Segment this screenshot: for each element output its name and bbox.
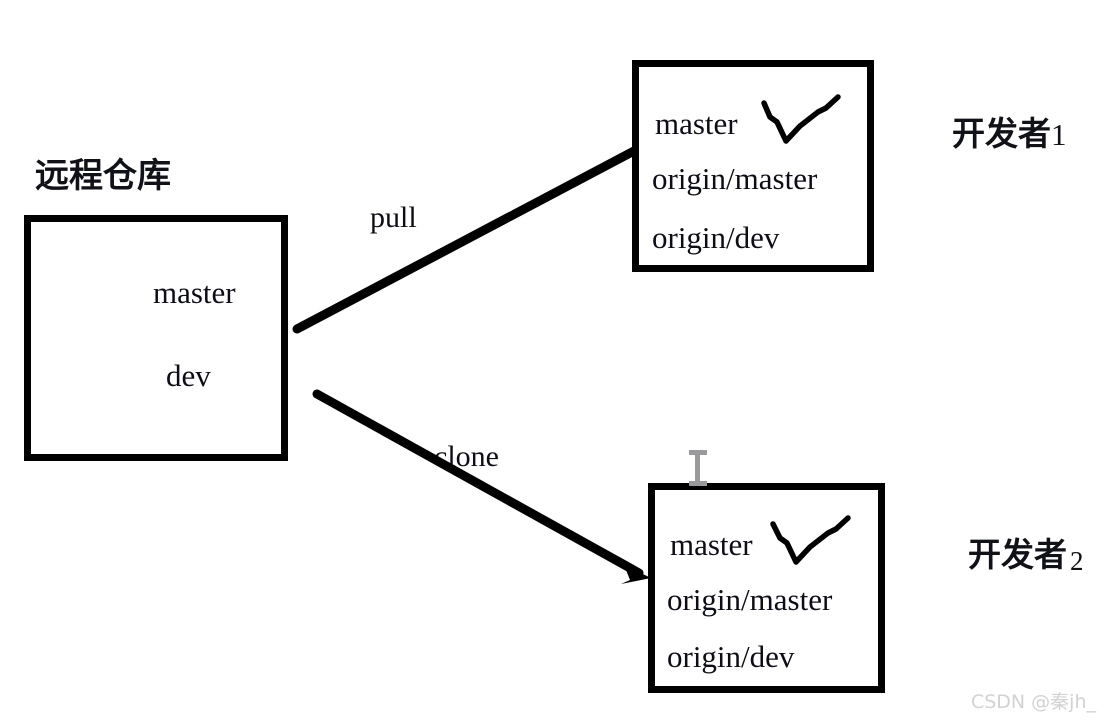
developer2-tag-index: 2 [1070, 546, 1084, 576]
developer1-tag: 开发者1 [952, 117, 1067, 150]
csdn-watermark: CSDN @秦jh_ [970, 691, 1096, 713]
connector-pull [292, 146, 639, 334]
developer1-tag-index: 1 [1051, 117, 1067, 152]
developer1-tag-label: 开发者 [952, 114, 1051, 153]
edge-label-clone: clone [434, 440, 499, 473]
developer2-branch-master: master [670, 527, 753, 562]
developer1-branch-origin-master: origin/master [652, 161, 818, 196]
edge-label-pull: pull [370, 201, 417, 234]
developer1-branch-origin-dev: origin/dev [652, 220, 780, 255]
text-ibeam-cursor [689, 450, 707, 486]
connector-clone [312, 389, 644, 578]
remote-branch-dev: dev [166, 358, 211, 393]
remote-repo-box [24, 215, 288, 461]
developer1-branch-master: master [655, 106, 738, 141]
remote-repo-title: 远程仓库 [35, 156, 171, 196]
developer2-branch-origin-dev: origin/dev [667, 639, 795, 674]
developer2-branch-origin-master: origin/master [667, 582, 833, 617]
remote-branch-master: master [153, 275, 236, 310]
developer2-tag-label: 开发者 [968, 535, 1067, 574]
connector-clone-arrowhead [621, 565, 651, 584]
